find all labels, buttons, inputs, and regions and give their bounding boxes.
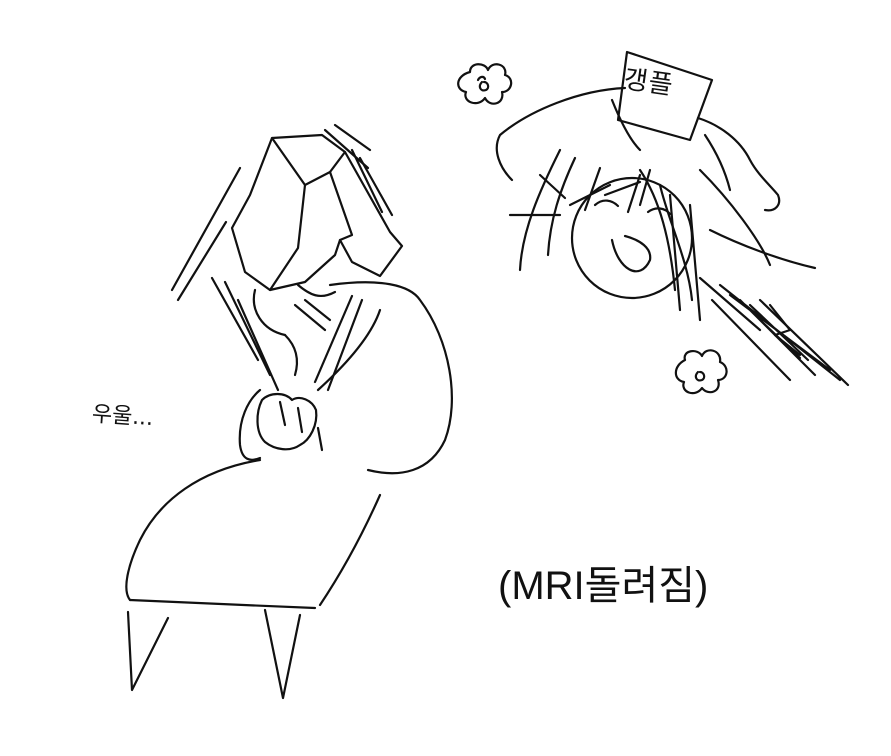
clasped-hands <box>256 392 318 451</box>
happy-figure <box>495 50 850 387</box>
caption: (MRI돌려짐) <box>498 564 709 608</box>
right-leg <box>263 608 302 700</box>
sad-figure <box>125 123 453 700</box>
sign-board <box>616 50 714 142</box>
sign-label: 갱플 <box>621 64 676 102</box>
scribble-shading <box>698 276 850 387</box>
sob-text: 우울... <box>91 401 155 432</box>
flower-bottom <box>674 349 728 395</box>
flower-top <box>457 63 513 105</box>
paper-bag <box>230 133 404 292</box>
left-leg <box>126 610 170 692</box>
